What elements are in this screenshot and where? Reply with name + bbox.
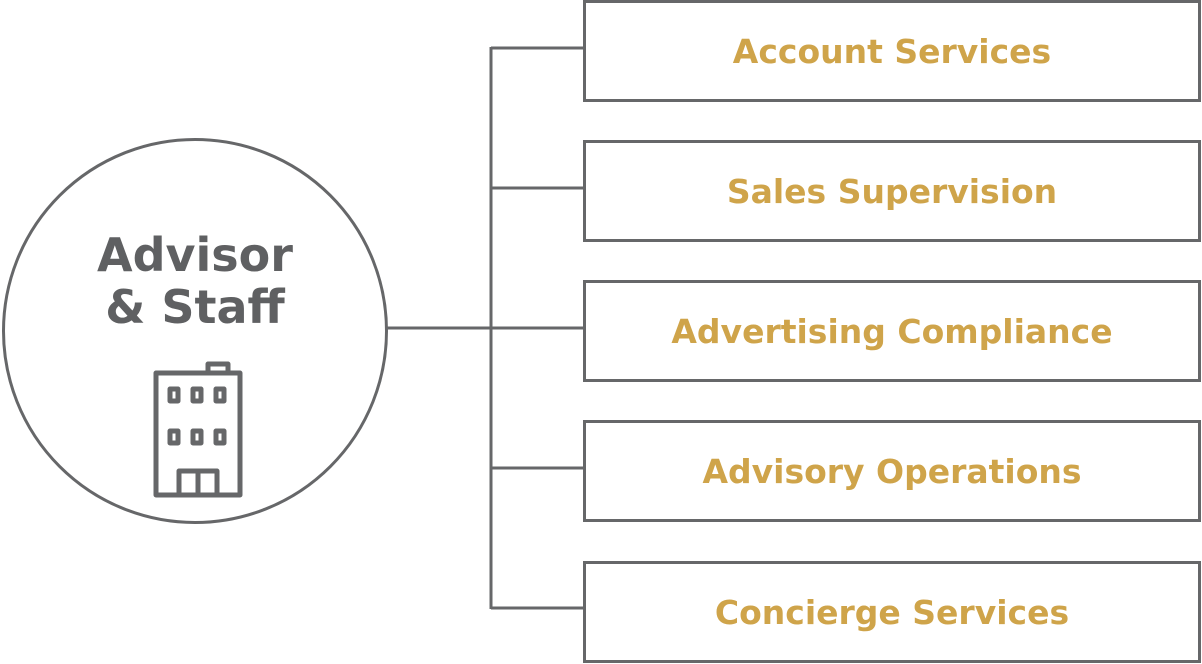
service-label: Concierge Services: [714, 592, 1070, 632]
service-box-advertising-compliance: Advertising Compliance: [583, 280, 1201, 382]
service-label: Sales Supervision: [726, 171, 1058, 211]
service-label: Advertising Compliance: [671, 311, 1113, 351]
service-label: Advisory Operations: [702, 451, 1082, 491]
advisor-staff-hub: Advisor & Staff: [2, 138, 388, 524]
hub-title-line-1: Advisor: [97, 228, 293, 282]
building-icon: [153, 361, 243, 498]
hub-title-line-2: & Staff: [105, 280, 285, 334]
hub-title: Advisor & Staff: [5, 229, 385, 333]
service-box-advisory-operations: Advisory Operations: [583, 420, 1201, 522]
service-box-account-services: Account Services: [583, 0, 1201, 102]
service-box-sales-supervision: Sales Supervision: [583, 140, 1201, 242]
service-label: Account Services: [732, 31, 1052, 71]
service-box-concierge-services: Concierge Services: [583, 561, 1201, 663]
